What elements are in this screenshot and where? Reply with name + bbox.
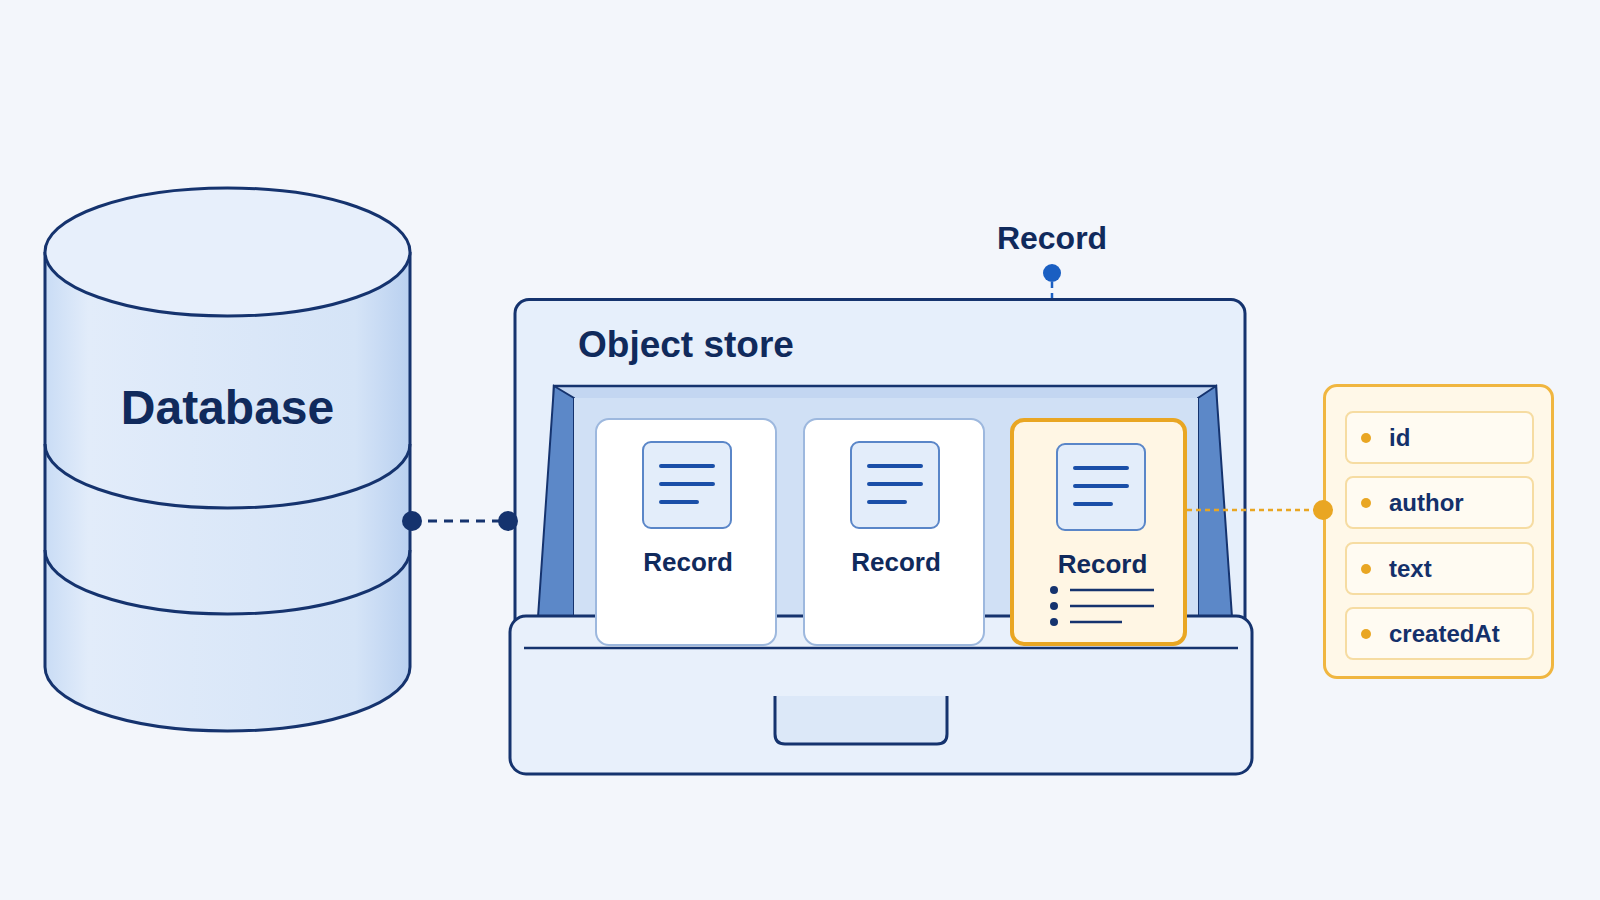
dashed-connector [402,511,518,531]
field-row: createdAt [1345,607,1534,660]
record-card-shape [597,420,775,644]
database-cylinder: Database [43,184,412,733]
field-name: createdAt [1389,621,1529,647]
object-store-drawer: Object storeRecordRecordRecord [508,298,1254,776]
database-cylinder-shape [43,184,412,733]
connector-dot [498,511,518,531]
node-label: Database [43,380,412,435]
connector-dot [1313,500,1333,520]
field-bullet [1361,433,1371,443]
record-card: Record [803,418,985,646]
field-panel: id author text createdAt [1323,384,1554,679]
field-bullet [1361,564,1371,574]
record-card-shape [805,420,983,644]
field-name: text [1389,556,1529,582]
node-label: Object store [578,323,978,366]
connector-line [1187,509,1323,512]
connector-dot [402,511,422,531]
dashed-connector [1187,500,1333,520]
field-bullet [1361,629,1371,639]
record-card-highlighted-shape [1014,422,1183,642]
field-name: author [1389,490,1529,516]
callout-label: Record [902,219,1202,257]
node-label: Record [1014,549,1191,579]
connector-line [412,520,508,523]
node-label: Record [597,547,779,577]
field-row: id [1345,411,1534,464]
record-card: Record [595,418,777,646]
field-row: text [1345,542,1534,595]
field-bullet [1361,498,1371,508]
field-row: author [1345,476,1534,529]
record-card-highlighted: Record [1010,418,1187,646]
field-name: id [1389,425,1529,451]
node-label: Record [805,547,987,577]
callout-dot [1043,264,1061,282]
